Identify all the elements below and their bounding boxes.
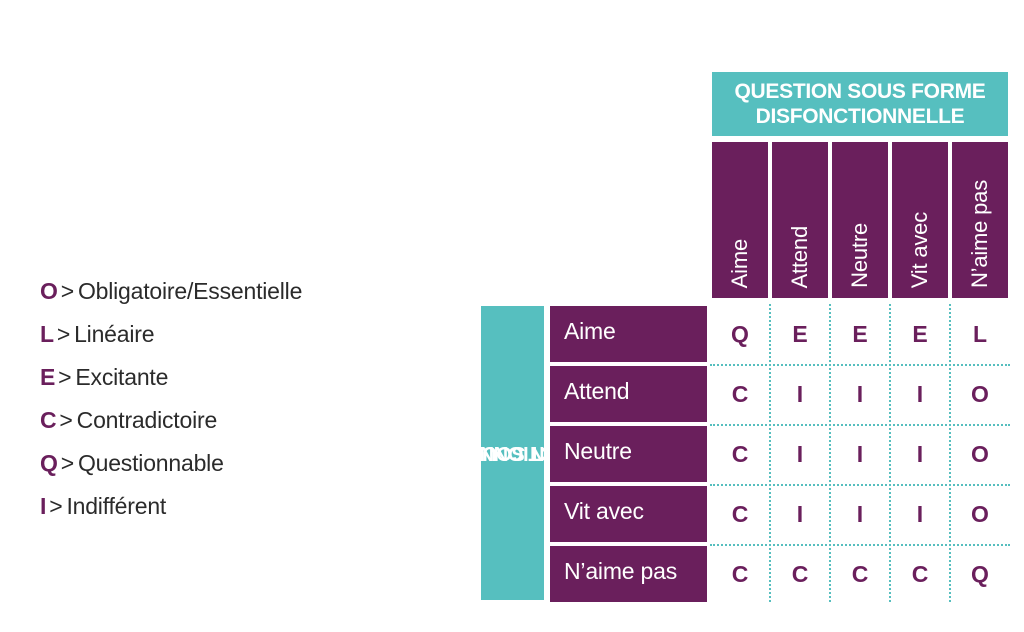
column-header-vit-avec: Vit avec [892,142,948,298]
legend: O>Obligatoire/Essentielle L>Linéaire E>E… [40,276,302,534]
row-header-attend: Attend [550,366,707,422]
legend-label: Excitante [75,364,169,390]
grid-row-neutre: C I I I O [710,424,1010,484]
grid-cell: E [792,321,808,347]
grid-cell: Q [971,561,989,587]
grid-cell: C [731,501,749,527]
grid-cell: I [856,381,864,407]
dysfunctional-header-line-2: DISFONCTIONNELLE [755,105,965,128]
grid-row-vit-avec: C I I I O [710,484,1010,544]
legend-code: O [40,278,58,304]
column-header-label: Vit avec [907,211,932,288]
grid-cell: I [796,381,804,407]
legend-code: E [40,364,56,390]
legend-separator: > [58,364,72,390]
evaluation-grid: Q E E E L C I I I O C I I I O C I I I O … [710,304,1010,604]
legend-code: C [40,407,57,433]
row-header-neutre: Neutre [550,426,707,482]
grid-divider [829,304,831,602]
grid-cell: Q [731,321,749,347]
legend-item-lineaire: L>Linéaire [40,319,302,362]
column-header-aime: Aime [712,142,768,298]
grid-row-aime: Q E E E L [710,304,1010,364]
column-header-label: Neutre [847,223,872,288]
grid-cell: C [851,561,869,587]
legend-separator: > [59,407,73,433]
grid-cell: C [791,561,809,587]
column-header-label: N’aime pas [967,179,992,288]
grid-cell: I [916,441,924,467]
grid-divider [710,484,1010,486]
grid-cell: E [852,321,868,347]
grid-cell: O [971,441,989,467]
grid-cell: C [911,561,929,587]
grid-divider [769,304,771,602]
grid-cell: O [971,381,989,407]
grid-cell: I [856,441,864,467]
grid-cell: C [731,441,749,467]
row-header-aime: Aime [550,306,707,362]
grid-row-naime-pas: C C C C Q [710,544,1010,604]
legend-code: I [40,493,47,519]
legend-code: Q [40,450,58,476]
legend-separator: > [49,493,63,519]
grid-row-attend: C I I I O [710,364,1010,424]
grid-cell: O [971,501,989,527]
legend-label: Linéaire [74,321,155,347]
grid-divider [710,544,1010,546]
legend-label: Obligatoire/Essentielle [77,278,303,304]
functional-header-line-2: FONCTIONNELLE [481,442,544,464]
dysfunctional-question-header: QUESTION SOUS FORME DISFONCTIONNELLE [712,72,1008,136]
legend-separator: > [60,278,74,304]
column-header-attend: Attend [772,142,828,298]
row-header-vit-avec: Vit avec [550,486,707,542]
column-header-neutre: Neutre [832,142,888,298]
grid-cell: I [856,501,864,527]
grid-cell: C [731,381,749,407]
grid-divider [710,364,1010,366]
legend-item-excitante: E>Excitante [40,362,302,405]
legend-code: L [40,321,54,347]
grid-cell: C [731,561,749,587]
dysfunctional-header-line-1: QUESTION SOUS FORME [734,80,986,103]
grid-cell: E [912,321,928,347]
legend-separator: > [60,450,74,476]
grid-divider [949,304,951,602]
legend-label: Contradictoire [76,407,218,433]
legend-item-contradictoire: C>Contradictoire [40,405,302,448]
grid-cell: I [916,381,924,407]
legend-separator: > [56,321,71,347]
legend-label: Indifférent [66,493,167,519]
column-header-naime-pas: N’aime pas [952,142,1008,298]
legend-item-questionnable: Q>Questionnable [40,448,302,491]
legend-item-indifferent: I>Indifférent [40,491,302,534]
column-header-label: Attend [787,225,812,288]
legend-label: Questionnable [77,450,224,476]
grid-cell: I [916,501,924,527]
grid-divider [889,304,891,602]
grid-cell: L [972,321,988,347]
grid-cell: I [796,501,804,527]
column-header-label: Aime [727,238,752,288]
row-header-naime-pas: N’aime pas [550,546,707,602]
legend-item-obligatoire: O>Obligatoire/Essentielle [40,276,302,319]
functional-question-header: QUESTION SOUS FORME FONCTIONNELLE [481,306,544,600]
grid-divider [710,424,1010,426]
grid-cell: I [796,441,804,467]
